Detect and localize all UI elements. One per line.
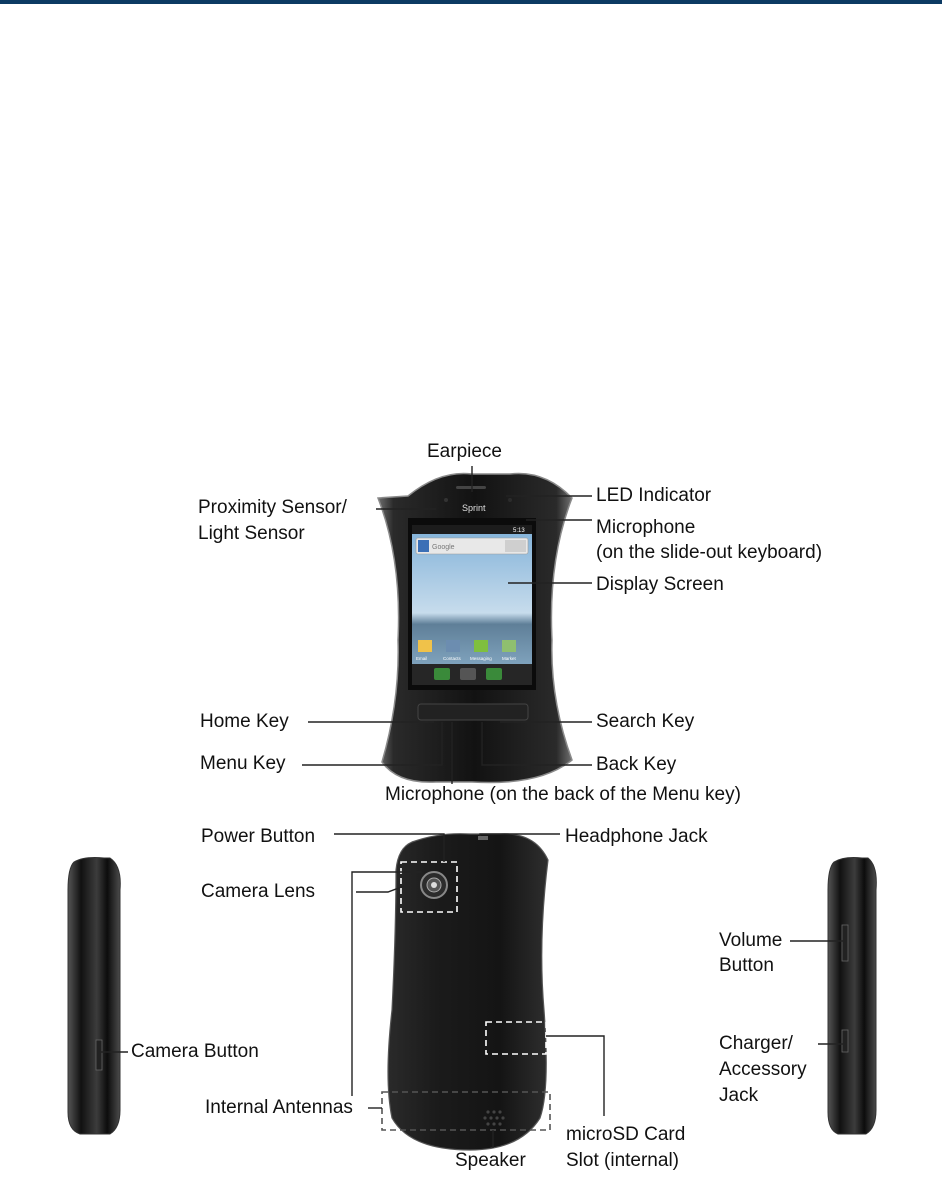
- left-side-phone: [67, 857, 121, 1135]
- camera-area-box: [400, 861, 458, 913]
- label-accessory: Accessory: [719, 1059, 807, 1080]
- label-microphone-top: Microphone: [596, 517, 696, 538]
- label-earpiece: Earpiece: [427, 441, 502, 462]
- search-widget-hint: Google: [432, 544, 455, 551]
- label-light-sensor: Light Sensor: [198, 523, 305, 544]
- header-bar: [0, 0, 942, 4]
- label-power-button: Power Button: [201, 826, 316, 847]
- label-jack: Jack: [719, 1085, 759, 1106]
- label-back-key: Back Key: [596, 754, 677, 775]
- antenna-area-box: [381, 1091, 551, 1131]
- back-phone: [381, 833, 551, 1151]
- label-proximity-sensor: Proximity Sensor/: [198, 497, 347, 518]
- app-label-market: Market: [502, 656, 517, 661]
- label-camera-button: Camera Button: [131, 1041, 259, 1062]
- label-microphone-back: Microphone (on the back of the Menu key): [385, 784, 741, 805]
- label-headphone-jack: Headphone Jack: [565, 826, 708, 847]
- label-internal-antennas: Internal Antennas: [205, 1097, 353, 1118]
- speaker-grille: [483, 1110, 505, 1126]
- label-speaker: Speaker: [455, 1150, 526, 1171]
- label-microsd-2: Slot (internal): [566, 1150, 679, 1171]
- label-charger: Charger/: [719, 1033, 793, 1054]
- label-display-screen: Display Screen: [596, 574, 724, 595]
- label-camera-lens: Camera Lens: [201, 881, 316, 902]
- label-led-indicator: LED Indicator: [596, 485, 712, 506]
- label-search-key: Search Key: [596, 711, 695, 732]
- status-clock: 5:13: [513, 528, 525, 534]
- label-volume: Volume: [719, 930, 783, 951]
- callout-lines: [100, 466, 843, 1148]
- right-side-phone: [827, 857, 877, 1135]
- label-microphone-top-note: (on the slide-out keyboard): [596, 542, 823, 563]
- carrier-logo: Sprint: [462, 503, 486, 513]
- front-phone: [376, 472, 573, 784]
- app-label-contacts: Contacts: [443, 656, 462, 661]
- label-home-key: Home Key: [200, 711, 289, 732]
- label-microsd-1: microSD Card: [566, 1124, 686, 1145]
- microsd-area-box: [485, 1021, 547, 1055]
- label-menu-key: Menu Key: [200, 753, 286, 774]
- app-label-email: Email: [416, 656, 427, 661]
- app-label-messaging: Messaging: [470, 656, 492, 661]
- label-volume-button: Button: [719, 955, 774, 976]
